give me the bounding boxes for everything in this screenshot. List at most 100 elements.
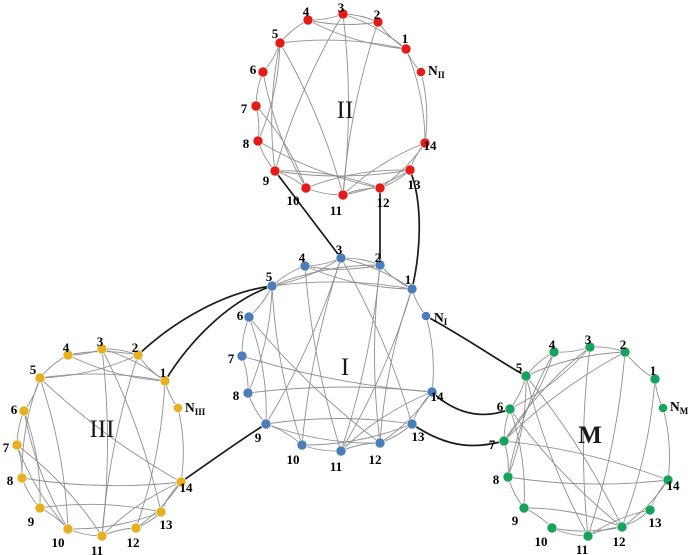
- graph-node-iii-2[interactable]: [132, 349, 144, 361]
- node-label-ii-13: 13: [408, 177, 422, 192]
- graph-node-m-14[interactable]: [662, 474, 674, 486]
- graph-node-m-12[interactable]: [616, 521, 628, 533]
- cluster-title-i: I: [341, 354, 349, 381]
- graph-node-m-3[interactable]: [584, 341, 596, 353]
- graph-node-m-N-hub[interactable]: [658, 403, 668, 413]
- graph-node-ii-6[interactable]: [257, 66, 269, 78]
- intra-cluster-edge: [271, 42, 281, 172]
- graph-node-iii-N-hub[interactable]: [173, 403, 183, 413]
- intra-cluster-edge: [507, 351, 555, 478]
- graph-node-m-10[interactable]: [546, 522, 558, 534]
- graph-node-ii-N-hub[interactable]: [416, 67, 426, 77]
- intra-cluster-edge: [39, 354, 69, 379]
- graph-node-iii-11[interactable]: [96, 530, 108, 542]
- graph-node-i-2[interactable]: [374, 259, 386, 271]
- graph-node-iii-6[interactable]: [18, 405, 30, 417]
- graph-node-ii-1[interactable]: [400, 43, 412, 55]
- graph-node-ii-10[interactable]: [300, 182, 312, 194]
- graph-node-ii-13[interactable]: [404, 164, 416, 176]
- intra-cluster-edge: [340, 257, 413, 425]
- graph-node-m-2[interactable]: [619, 346, 631, 358]
- intra-cluster-edge: [247, 386, 433, 394]
- graph-node-i-6[interactable]: [243, 311, 255, 323]
- graph-node-i-5[interactable]: [266, 280, 278, 292]
- graph-node-iii-8[interactable]: [16, 472, 28, 484]
- intra-cluster-edge: [583, 346, 591, 537]
- graph-node-m-13[interactable]: [644, 504, 656, 516]
- node-label-iii-12: 12: [127, 535, 140, 550]
- graph-node-i-9[interactable]: [260, 418, 272, 430]
- graph-node-ii-9[interactable]: [269, 165, 281, 177]
- node-label-i-7: 7: [228, 351, 235, 366]
- intra-cluster-edge: [247, 392, 267, 425]
- graph-node-iii-7[interactable]: [11, 439, 23, 451]
- graph-node-i-1[interactable]: [406, 283, 418, 295]
- graph-node-i-7[interactable]: [236, 350, 248, 362]
- intra-cluster-edge: [340, 442, 381, 452]
- graph-node-ii-3[interactable]: [337, 8, 349, 20]
- graph-node-m-9[interactable]: [518, 502, 530, 514]
- intra-cluster-edge: [279, 19, 309, 44]
- node-label-iii-4: 4: [63, 340, 70, 355]
- graph-node-ii-7[interactable]: [250, 100, 262, 112]
- graph-node-i-10[interactable]: [296, 439, 308, 451]
- intra-cluster-edge: [23, 410, 41, 509]
- graph-node-iii-13[interactable]: [155, 506, 167, 518]
- graph-node-iii-3[interactable]: [96, 343, 108, 355]
- graph-node-iii-14[interactable]: [175, 476, 187, 488]
- graph-node-ii-14[interactable]: [419, 137, 431, 149]
- edge-III2-I5: [137, 285, 273, 356]
- graph-node-iii-4[interactable]: [62, 349, 74, 361]
- graph-node-ii-12[interactable]: [374, 182, 386, 194]
- node-label-ii-14: 14: [424, 138, 438, 153]
- graph-node-ii-11[interactable]: [337, 189, 349, 201]
- graph-node-iii-1[interactable]: [159, 375, 171, 387]
- intra-cluster-edge: [21, 477, 182, 487]
- node-label-hub-ii: NII: [428, 63, 445, 80]
- intra-cluster-edge: [101, 348, 108, 537]
- intra-cluster-edge: [265, 423, 381, 444]
- node-label-ii-3: 3: [338, 0, 345, 15]
- graph-node-i-11[interactable]: [335, 445, 347, 457]
- graph-node-i-3[interactable]: [335, 252, 347, 264]
- node-label-hub-i: NI: [434, 310, 448, 327]
- intra-cluster-edge: [257, 140, 381, 189]
- graph-node-m-11[interactable]: [582, 530, 594, 542]
- graph-node-ii-4[interactable]: [302, 14, 314, 26]
- graph-node-m-6[interactable]: [504, 403, 516, 415]
- intra-cluster-edge: [503, 351, 626, 442]
- graph-node-i-N-hub[interactable]: [421, 311, 431, 321]
- intra-cluster-edge: [177, 407, 184, 483]
- intra-cluster-edge: [39, 377, 182, 483]
- graph-node-iii-10[interactable]: [62, 523, 74, 535]
- graph-node-m-5[interactable]: [520, 370, 532, 382]
- edge-INI-M5: [425, 315, 527, 377]
- graph-node-i-12[interactable]: [374, 437, 386, 449]
- graph-node-m-8[interactable]: [502, 471, 514, 483]
- node-label-ii-8: 8: [243, 136, 250, 151]
- graph-node-i-8[interactable]: [242, 387, 254, 399]
- graph-node-ii-5[interactable]: [274, 37, 286, 49]
- graph-node-m-1[interactable]: [649, 373, 661, 385]
- graph-node-i-13[interactable]: [406, 418, 418, 430]
- graph-node-m-7[interactable]: [498, 435, 510, 447]
- graph-node-ii-2[interactable]: [372, 16, 384, 28]
- node-label-ii-10: 10: [287, 193, 300, 208]
- intra-cluster-edge: [255, 105, 307, 189]
- node-label-ii-9: 9: [263, 173, 270, 188]
- intra-cluster-edge: [16, 444, 103, 537]
- graph-node-iii-5[interactable]: [34, 372, 46, 384]
- node-label-m-11: 11: [576, 542, 588, 555]
- cluster-title-m: M: [578, 422, 602, 449]
- intra-cluster-edge: [304, 265, 342, 452]
- graph-node-ii-8[interactable]: [252, 135, 264, 147]
- intra-cluster-edge: [39, 377, 69, 530]
- graph-node-i-14[interactable]: [426, 386, 438, 398]
- graph-node-m-4[interactable]: [548, 346, 560, 358]
- node-label-m-12: 12: [613, 534, 626, 549]
- node-label-ii-11: 11: [330, 203, 342, 218]
- graph-node-iii-9[interactable]: [34, 502, 46, 514]
- graph-node-i-4[interactable]: [299, 260, 311, 272]
- graph-node-iii-12[interactable]: [130, 522, 142, 534]
